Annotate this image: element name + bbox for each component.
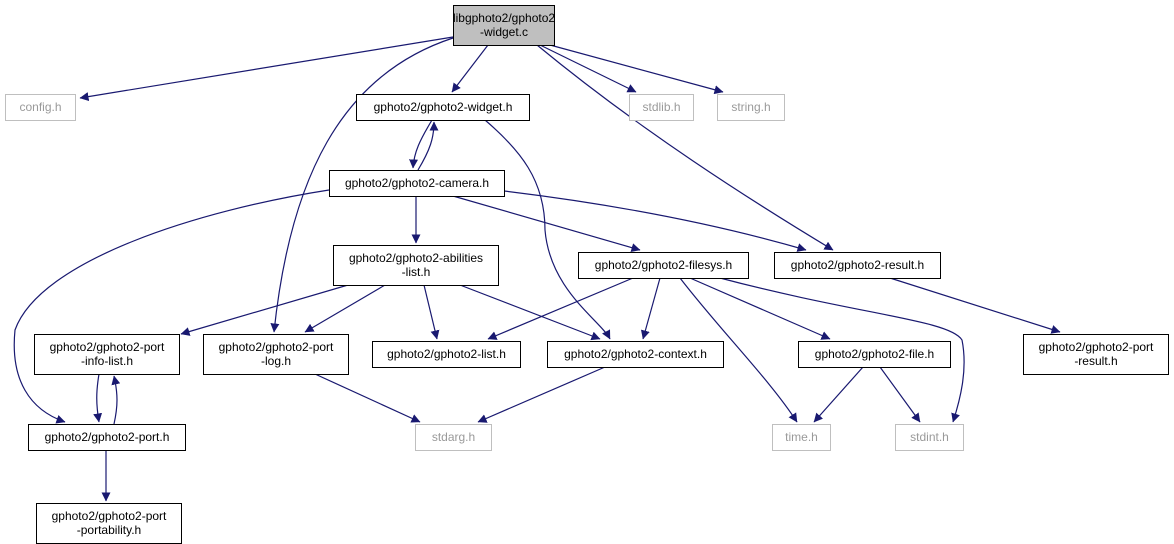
node-label-portresult-line1: gphoto2/gphoto2-port [1039, 340, 1154, 354]
node-label-portability-line2: -portability.h [77, 523, 141, 537]
node-stdint: stdint.h [895, 424, 964, 451]
node-portlog[interactable]: gphoto2/gphoto2-port-log.h [203, 334, 349, 375]
node-label-infolist-line2: -info-list.h [81, 354, 133, 368]
node-box-filesys [578, 252, 749, 279]
node-box-stdint [895, 424, 964, 451]
node-label-stdlib: stdlib.h [642, 100, 680, 114]
edge-camera-to-widget_h [417, 121, 439, 171]
node-string: string.h [717, 94, 785, 121]
edge-root-to-result [536, 44, 834, 251]
node-box-string [717, 94, 785, 121]
edge-abilities-to-context [459, 284, 601, 341]
node-stdarg: stdarg.h [415, 424, 492, 451]
node-label-stdint: stdint.h [910, 430, 949, 444]
edge-widget_h-to-camera [409, 119, 433, 169]
node-label-filesys: gphoto2/gphoto2-filesys.h [595, 258, 732, 272]
edges-layer [13, 36, 1061, 502]
node-stdlib: stdlib.h [629, 94, 694, 121]
node-box-stdlib [629, 94, 694, 121]
node-box-abilities [333, 245, 499, 286]
node-box-portlog [203, 334, 349, 375]
node-label-config: config.h [19, 100, 61, 114]
node-list[interactable]: gphoto2/gphoto2-list.h [372, 341, 521, 368]
node-label-context: gphoto2/gphoto2-context.h [564, 347, 707, 361]
node-label-widget_h: gphoto2/gphoto2-widget.h [374, 100, 513, 114]
node-label-portlog-line1: gphoto2/gphoto2-port [219, 340, 334, 354]
node-label-portability-line1: gphoto2/gphoto2-port [52, 509, 167, 523]
edge-root-to-config [79, 36, 454, 102]
node-label-port: gphoto2/gphoto2-port.h [45, 430, 170, 444]
edge-port-to-infolist [111, 375, 121, 425]
edge-abilities-to-infolist [180, 284, 349, 336]
edge-file-to-time [813, 366, 864, 423]
edge-portlog-to-stdarg [314, 373, 421, 423]
nodes-layer: libgphoto2/gphoto2-widget.c config.h gphot… [5, 5, 1169, 544]
node-box-context [547, 341, 724, 368]
edge-root-to-widget_h [451, 44, 489, 93]
node-label-file: gphoto2/gphoto2-file.h [815, 347, 934, 361]
node-box-infolist [34, 334, 180, 375]
node-label-stdarg: stdarg.h [432, 430, 475, 444]
edge-filesys-to-time [679, 277, 798, 423]
node-label-time: time.h [785, 430, 818, 444]
node-box-camera [329, 170, 505, 197]
node-label-list: gphoto2/gphoto2-list.h [387, 347, 506, 361]
node-box-widget_h [356, 94, 530, 121]
edge-file-to-stdint [879, 366, 921, 423]
node-box-portresult [1023, 334, 1169, 375]
node-widget_h[interactable]: gphoto2/gphoto2-widget.h [356, 94, 530, 121]
node-infolist[interactable]: gphoto2/gphoto2-port-info-list.h [34, 334, 180, 375]
node-abilities[interactable]: gphoto2/gphoto2-abilities-list.h [333, 245, 499, 286]
node-label-infolist-line1: gphoto2/gphoto2-port [50, 340, 165, 354]
node-label-result: gphoto2/gphoto2-result.h [791, 258, 924, 272]
node-root[interactable]: libgphoto2/gphoto2-widget.c [453, 5, 555, 46]
edge-abilities-to-list [423, 284, 440, 340]
node-context[interactable]: gphoto2/gphoto2-context.h [547, 341, 724, 368]
node-label-camera: gphoto2/gphoto2-camera.h [345, 176, 489, 190]
node-label-string: string.h [731, 100, 770, 114]
edge-camera-to-filesys [452, 195, 641, 252]
node-box-config [5, 94, 76, 121]
node-box-portability [36, 503, 182, 544]
node-portability[interactable]: gphoto2/gphoto2-port-portability.h [36, 503, 182, 544]
node-label-abilities-line2: -list.h [402, 265, 431, 279]
edge-result-to-portresult [889, 277, 1061, 334]
node-result[interactable]: gphoto2/gphoto2-result.h [774, 252, 941, 279]
edge-filesys-to-file [689, 277, 831, 340]
node-label-portresult-line2: -result.h [1074, 354, 1117, 368]
node-portresult[interactable]: gphoto2/gphoto2-port-result.h [1023, 334, 1169, 375]
node-box-port [28, 424, 186, 451]
node-box-list [372, 341, 521, 368]
node-port[interactable]: gphoto2/gphoto2-port.h [28, 424, 186, 451]
edge-widget_h-to-context [484, 119, 611, 340]
node-box-result [774, 252, 941, 279]
node-time: time.h [772, 424, 831, 451]
edge-filesys-to-context [640, 277, 661, 340]
node-config: config.h [5, 94, 76, 121]
node-file[interactable]: gphoto2/gphoto2-file.h [798, 341, 951, 368]
node-label-root-line1: libgphoto2/gphoto2 [453, 11, 555, 25]
node-box-file [798, 341, 951, 368]
node-label-abilities-line1: gphoto2/gphoto2-abilities [349, 251, 483, 265]
node-box-time [772, 424, 831, 451]
node-label-portlog-line2: -log.h [261, 354, 291, 368]
edge-root-to-string [549, 44, 724, 95]
node-camera[interactable]: gphoto2/gphoto2-camera.h [329, 170, 505, 197]
node-label-root-line2: -widget.c [480, 25, 528, 39]
edge-camera-to-result [503, 190, 807, 252]
edge-camera-to-port [13, 189, 330, 424]
edge-context-to-stdarg [477, 366, 606, 423]
edge-root-to-stdlib [539, 44, 637, 93]
node-box-stdarg [415, 424, 492, 451]
edge-infolist-to-port [93, 373, 103, 423]
edge-root-to-portlog [270, 37, 454, 333]
node-filesys[interactable]: gphoto2/gphoto2-filesys.h [578, 252, 749, 279]
edge-filesys-to-list [487, 277, 634, 340]
edge-filesys-to-stdint [719, 277, 965, 423]
node-box-root [453, 5, 555, 46]
edge-abilities-to-portlog [304, 284, 386, 333]
